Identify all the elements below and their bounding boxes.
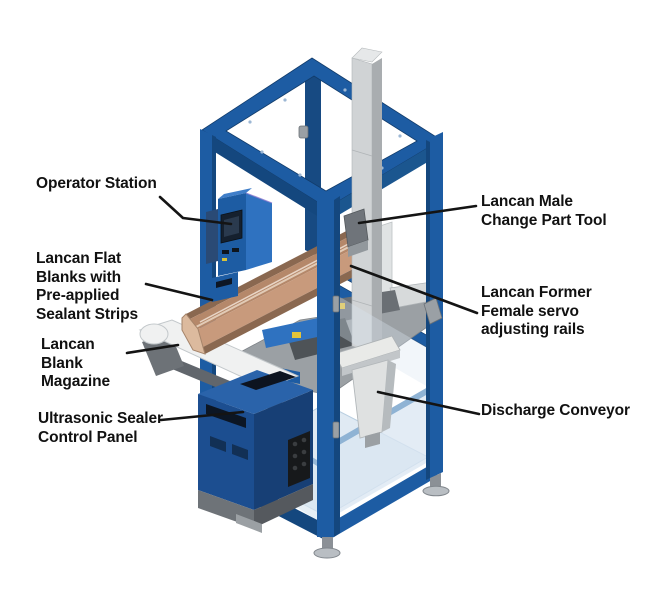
frame-bottom-rail-right — [327, 461, 437, 541]
sensor-yellow — [292, 332, 301, 338]
leader-former-female — [349, 264, 479, 315]
label-blank-magazine: Lancan Blank Magazine — [41, 336, 110, 390]
leader-discharge-conveyor — [376, 390, 481, 416]
blank-end-cap — [181, 313, 206, 355]
change-part-tool-column — [343, 47, 383, 353]
label-former-female: Lancan Former Female servo adjusting rai… — [481, 284, 592, 338]
label-discharge-conveyor: Discharge Conveyor — [481, 402, 630, 419]
label-flat-blanks: Lancan Flat Blanks with Pre-applied Seal… — [36, 250, 138, 323]
leader-male-change-tool — [357, 204, 478, 225]
leader-ultrasonic-sealer — [159, 410, 245, 422]
sensor-yellow — [337, 303, 345, 309]
door-hinge — [332, 295, 340, 313]
operator-station-box — [206, 188, 273, 302]
rail-lock-knob — [423, 297, 443, 325]
frame-right-post — [422, 132, 450, 497]
leveling-foot — [422, 485, 450, 497]
leader-operator-station — [158, 195, 233, 226]
connector-panel — [288, 431, 310, 487]
discharge-conveyor — [333, 335, 401, 448]
label-operator-station: Operator Station — [36, 175, 157, 192]
label-ultrasonic-sealer: Ultrasonic Sealer Control Panel — [38, 410, 163, 446]
control-display-slot — [240, 371, 296, 390]
label-male-change-tool: Lancan Male Change Part Tool — [481, 193, 607, 229]
leader-flat-blanks — [144, 282, 214, 302]
frame-front-post — [313, 196, 341, 559]
sealer-control-panel-box — [198, 370, 313, 533]
door-hinge — [332, 421, 340, 439]
hinge-knob — [298, 125, 309, 139]
leveling-foot — [313, 547, 341, 559]
leader-blank-magazine — [125, 343, 180, 355]
